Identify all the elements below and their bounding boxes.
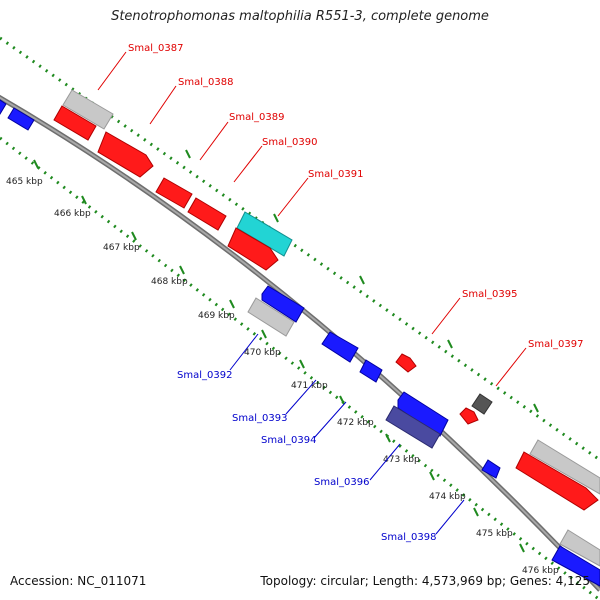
- leader-line-smal-0390: [233, 145, 263, 183]
- kbp-label: 468 kbp: [151, 277, 188, 287]
- leader-line-smal-0387: [97, 51, 127, 91]
- gene-feature-smal-0396-slate[interactable]: [385, 405, 441, 449]
- kbp-label: 466 kbp: [54, 209, 91, 219]
- gene-feature-smal-0388[interactable]: [53, 105, 97, 141]
- kbp-label: 465 kbp: [6, 177, 43, 187]
- leader-line-smal-0393: [285, 379, 317, 415]
- gene-feature-smal-0389[interactable]: [97, 131, 154, 178]
- kbp-label: 476 kbp: [522, 566, 559, 576]
- gene-label-smal-0394[interactable]: Smal_0394: [261, 435, 316, 446]
- gene-feature-red-right[interactable]: [515, 451, 599, 511]
- gene-label-smal-0397[interactable]: Smal_0397: [528, 339, 583, 350]
- leader-line-smal-0396: [369, 443, 401, 481]
- gene-label-smal-0395[interactable]: Smal_0395: [462, 289, 517, 300]
- gene-feature-red-small[interactable]: [459, 407, 479, 425]
- gene-feature-smal-0392-gray[interactable]: [247, 297, 295, 337]
- genome-backbone: [0, 94, 600, 592]
- gene-feature-blue-bottom[interactable]: [551, 545, 600, 587]
- kbp-label: 473 kbp: [383, 455, 420, 465]
- gene-label-smal-0390[interactable]: Smal_0390: [262, 137, 317, 148]
- leader-line-smal-0392: [229, 333, 259, 371]
- gene-label-smal-0388[interactable]: Smal_0388: [178, 77, 233, 88]
- gene-label-smal-0387[interactable]: Smal_0387: [128, 43, 183, 54]
- gene-label-smal-0393[interactable]: Smal_0393: [232, 413, 287, 424]
- gene-feature-smal-0395[interactable]: [395, 353, 417, 373]
- leader-line-smal-0388: [149, 85, 177, 125]
- genome-backbone-highlight: [0, 96, 600, 591]
- kbp-label: 472 kbp: [337, 418, 374, 428]
- gene-label-smal-0396[interactable]: Smal_0396: [314, 477, 369, 488]
- leader-line-smal-0397: [495, 347, 527, 387]
- gene-feature-smal-0393[interactable]: [321, 331, 359, 363]
- kbp-label: 469 kbp: [198, 311, 235, 321]
- gene-feature-smal-0390b[interactable]: [187, 197, 227, 231]
- gene-label-smal-0391[interactable]: Smal_0391: [308, 169, 363, 180]
- gene-feature-smal-0394[interactable]: [359, 359, 383, 383]
- gene-label-smal-0392[interactable]: Smal_0392: [177, 370, 232, 381]
- leader-line-smal-0398: [435, 499, 465, 535]
- gene-feature-smal-0392-blue[interactable]: [261, 285, 305, 323]
- gene-feature-smal-0387[interactable]: [62, 89, 114, 130]
- genome-title: Stenotrophomonas maltophilia R551-3, com…: [111, 9, 489, 24]
- gene-label-smal-0398[interactable]: Smal_0398: [381, 532, 436, 543]
- leader-line-smal-0389: [199, 121, 229, 161]
- gene-feature-smal-0398[interactable]: [481, 459, 501, 479]
- gene-feature-smal-0397[interactable]: [471, 393, 493, 415]
- kbp-label: 467 kbp: [103, 243, 140, 253]
- kbp-label: 474 kbp: [429, 492, 466, 502]
- gene-feature-red-arrow[interactable]: [227, 227, 279, 271]
- kbp-label: 470 kbp: [244, 348, 281, 358]
- gene-feature-gray-right[interactable]: [529, 439, 600, 495]
- gene-feature-smal-0391[interactable]: [236, 211, 293, 257]
- accession-text: Accession: NC_011071: [10, 574, 147, 588]
- gene-feature-blue-left-a: [0, 99, 7, 115]
- gene-feature-gray-bottom[interactable]: [559, 529, 600, 567]
- leader-line-smal-0395: [431, 297, 461, 335]
- kbp-label: 475 kbp: [476, 529, 513, 539]
- leader-line-smal-0391: [277, 177, 309, 217]
- leader-line-smal-0394: [313, 401, 347, 439]
- kbp-label: 471 kbp: [291, 381, 328, 391]
- gene-label-smal-0389[interactable]: Smal_0389: [229, 112, 284, 123]
- genome-summary-text: Topology: circular; Length: 4,573,969 bp…: [260, 574, 590, 588]
- gene-feature-blue-left-b[interactable]: [7, 107, 35, 131]
- gene-feature-smal-0390[interactable]: [155, 177, 193, 209]
